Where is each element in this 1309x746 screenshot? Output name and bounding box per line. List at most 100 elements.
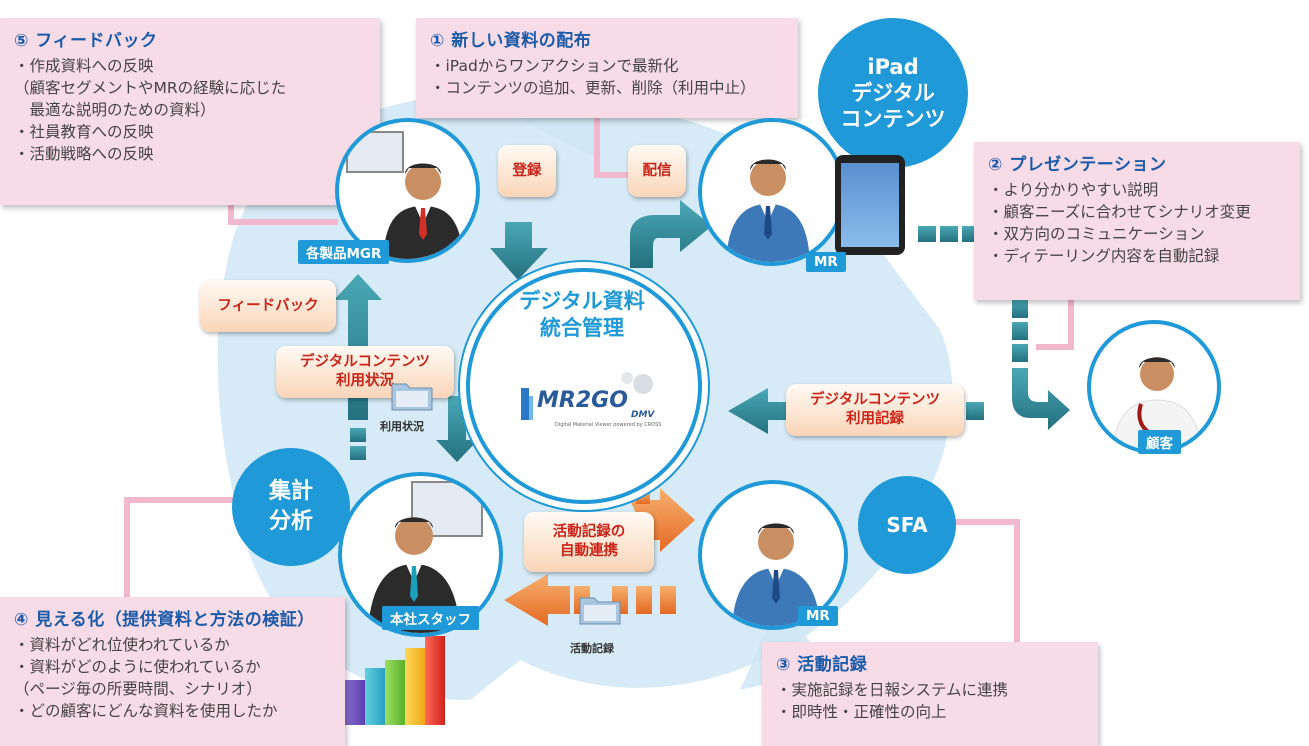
record-pill: デジタルコンテンツ 利用記録 <box>786 384 964 436</box>
dash <box>350 428 366 442</box>
panel-line: （顧客セグメントやMRの経験に応じた <box>14 79 287 97</box>
dash <box>962 226 974 242</box>
panel-visualize-title: ④ 見える化（提供資料と方法の検証） <box>14 610 315 630</box>
sfa-label: SFA <box>886 513 928 537</box>
connector-feedback-h <box>228 219 338 225</box>
dash <box>918 226 936 242</box>
aggregate-line1: 集計 <box>268 479 313 504</box>
bar-chart-icon <box>345 636 445 725</box>
panel-line: ・実施記録を日報システムに連携 <box>776 681 1009 699</box>
customer-label: 顧客 <box>1138 430 1181 454</box>
ipad-device <box>835 155 905 255</box>
connector-sfa <box>950 519 1020 525</box>
panel-line: ・資料がどのように使われているか <box>14 658 261 676</box>
connector-distribution-h <box>594 172 654 178</box>
deliver-arrow <box>630 200 712 268</box>
auto-link-line2: 自動連携 <box>560 543 618 559</box>
dash <box>636 492 650 504</box>
panel-activity-title: ③ 活動記録 <box>776 655 868 675</box>
ipad-line2: デジタル <box>851 81 935 105</box>
aggregate-circle: 集計 分析 <box>232 448 350 566</box>
usage-folder-label: 利用状況 <box>380 420 424 433</box>
to-customer-arrow <box>1012 368 1070 430</box>
center-title-line2: 統合管理 <box>540 316 624 340</box>
deliver-pill: 配信 <box>628 145 686 197</box>
auto-link-pill: 活動記録の 自動連携 <box>524 512 654 572</box>
person-icon <box>726 159 810 262</box>
panel-activity: ③ 活動記録 ・実施記録を日報システムに連携 ・即時性・正確性の向上 <box>762 642 1098 746</box>
ipad-screen <box>841 163 899 247</box>
folder-icon <box>578 592 622 626</box>
person-icon <box>732 523 820 626</box>
panel-line: ・活動戦略への反映 <box>14 145 154 163</box>
dash <box>636 586 652 614</box>
mr-top-label: MR <box>806 252 846 272</box>
panel-line: 最適な説明のための資料） <box>14 101 216 119</box>
dash <box>1012 344 1028 362</box>
logo-sub: DMV <box>631 410 655 420</box>
feedback-pill: フィードバック <box>200 280 336 332</box>
connector-aggregate <box>124 500 130 600</box>
mr-bottom-avatar <box>698 480 848 630</box>
panel-line: ・即時性・正確性の向上 <box>776 703 947 721</box>
panel-line: ・ディテーリング内容を自動記録 <box>988 247 1220 265</box>
connector-sfa-v <box>1014 519 1020 644</box>
panel-presentation-title: ② プレゼンテーション <box>988 155 1167 175</box>
panel-feedback: ⑤ フィードバック ・作成資料への反映 （顧客セグメントやMRの経験に応じた 最… <box>0 18 380 205</box>
panel-line: ・コンテンツの追加、更新、削除（利用中止） <box>430 79 756 97</box>
panel-distribution: ① 新しい資料の配布 ・iPadからワンアクションで最新化 ・コンテンツの追加、… <box>416 18 798 118</box>
usage-pill-line1: デジタルコンテンツ <box>300 354 430 370</box>
dash <box>940 226 958 242</box>
dash <box>1012 322 1028 340</box>
panel-line: ・社員教育への反映 <box>14 123 154 141</box>
ipad-line3: コンテンツ <box>840 107 946 131</box>
auto-link-line1: 活動記録の <box>552 524 626 540</box>
connector-presentation <box>1068 300 1074 350</box>
panel-line: ・作成資料への反映 <box>14 57 154 75</box>
record-arrow <box>728 388 790 434</box>
mr-bottom-label: MR <box>798 606 838 626</box>
center-title: デジタル資料 統合管理 <box>477 288 687 342</box>
panel-line: ・顧客ニーズに合わせてシナリオ変更 <box>988 203 1251 221</box>
mgr-avatar <box>335 118 480 263</box>
connector-aggregate-h <box>124 497 254 503</box>
dash <box>350 446 366 460</box>
panel-line: ・どの顧客にどんな資料を使用したか <box>14 702 278 720</box>
record-pill-line2: 利用記録 <box>846 411 904 427</box>
dash <box>660 586 676 614</box>
staff-label: 本社スタッフ <box>382 606 479 630</box>
panel-line: ・より分かりやすい説明 <box>988 181 1159 199</box>
aggregate-line2: 分析 <box>268 509 313 534</box>
mr-top-avatar <box>698 118 846 266</box>
panel-line: ・双方向のコミュニケーション <box>988 225 1205 243</box>
panel-feedback-title: ⑤ フィードバック <box>14 31 158 51</box>
usage-pill-line2: 利用状況 <box>336 373 394 389</box>
panel-visualize: ④ 見える化（提供資料と方法の検証） ・資料がどれ位使われているか ・資料がどの… <box>0 597 345 746</box>
usage-arrow <box>436 396 478 462</box>
ipad-content-circle: iPad デジタル コンテンツ <box>818 18 968 168</box>
logo-tag: Digital Material Viewer powered by CROSS <box>555 422 662 428</box>
connector-presentation-h <box>1036 344 1074 350</box>
center-title-line1: デジタル資料 <box>519 289 645 313</box>
feedback-pill-text: フィードバック <box>217 297 319 314</box>
center-circle <box>466 268 702 504</box>
panel-presentation: ② プレゼンテーション ・より分かりやすい説明 ・顧客ニーズに合わせてシナリオ変… <box>974 142 1300 300</box>
dash <box>966 402 984 420</box>
sfa-circle: SFA <box>858 476 956 574</box>
register-pill: 登録 <box>498 145 556 197</box>
panel-line: （ページ毎の所要時間、シナリオ） <box>14 680 262 698</box>
connector-feedback <box>228 205 234 225</box>
ipad-line1: iPad <box>867 55 919 79</box>
dash <box>1012 300 1028 318</box>
usage-pill: デジタルコンテンツ 利用状況 <box>276 346 454 398</box>
mgr-label: 各製品MGR <box>298 240 390 264</box>
record-pill-line1: デジタルコンテンツ <box>810 392 940 408</box>
panel-line: ・資料がどれ位使われているか <box>14 636 230 654</box>
mr2go-logo: MR2GO DMV Digital Material Viewer powere… <box>515 370 665 430</box>
panel-distribution-title: ① 新しい資料の配布 <box>430 31 592 51</box>
register-arrow <box>490 222 548 280</box>
folder-icon <box>390 378 434 412</box>
activity-folder-label: 活動記録 <box>570 642 614 655</box>
connector-distribution <box>594 118 600 178</box>
person-icon <box>346 131 463 259</box>
